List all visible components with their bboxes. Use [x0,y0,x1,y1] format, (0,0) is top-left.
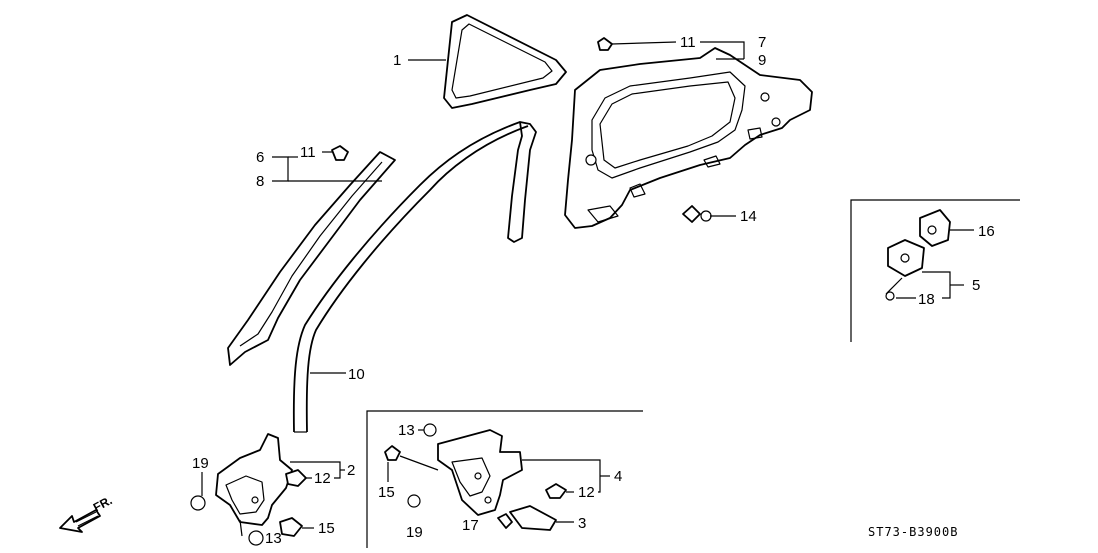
leader-lines [201,41,974,537]
callout-2: 2 [347,462,355,479]
callout-13-bottom: 13 [398,422,415,439]
callout-7: 7 [758,34,766,51]
callout-10: 10 [348,366,365,383]
callout-3: 3 [578,515,586,532]
callout-12-left: 12 [314,470,331,487]
clip-11-pillar [331,145,349,161]
inset-right [850,199,1020,342]
callout-14: 14 [740,208,757,225]
callout-16: 16 [978,223,995,240]
clip-11-top [597,37,613,51]
callout-9: 9 [758,52,766,69]
callout-12-bottom: 12 [578,484,595,501]
rear-quarter-trim-panel [564,47,813,229]
callout-11-pillar: 11 [300,144,316,161]
lower-trim-bracket [190,433,307,546]
callout-18: 18 [918,291,935,308]
diagram-code: ST73-B3900B [868,525,958,539]
callout-19-left: 19 [192,455,209,472]
callout-1: 1 [393,52,401,69]
quarter-window-seal [443,14,567,109]
callout-19-bottom: 19 [406,524,423,541]
callout-17: 17 [462,517,479,534]
callout-13-left: 13 [265,530,282,547]
inset-bottom [366,410,643,548]
callout-8: 8 [256,173,264,190]
front-direction-arrow [59,509,101,533]
front-pillar-garnish [227,151,396,366]
push-clip-14 [682,205,712,223]
callouts: 1 11 7 9 6 8 11 10 14 16 5 18 19 12 2 13… [192,34,995,547]
callout-6: 6 [256,149,264,166]
opening-weatherstrip [292,121,537,433]
callout-15-left: 15 [318,520,335,537]
callout-11-top: 11 [680,34,696,51]
callout-4: 4 [614,468,622,485]
callout-5: 5 [972,277,980,294]
callout-15-bottom: 15 [378,484,395,501]
